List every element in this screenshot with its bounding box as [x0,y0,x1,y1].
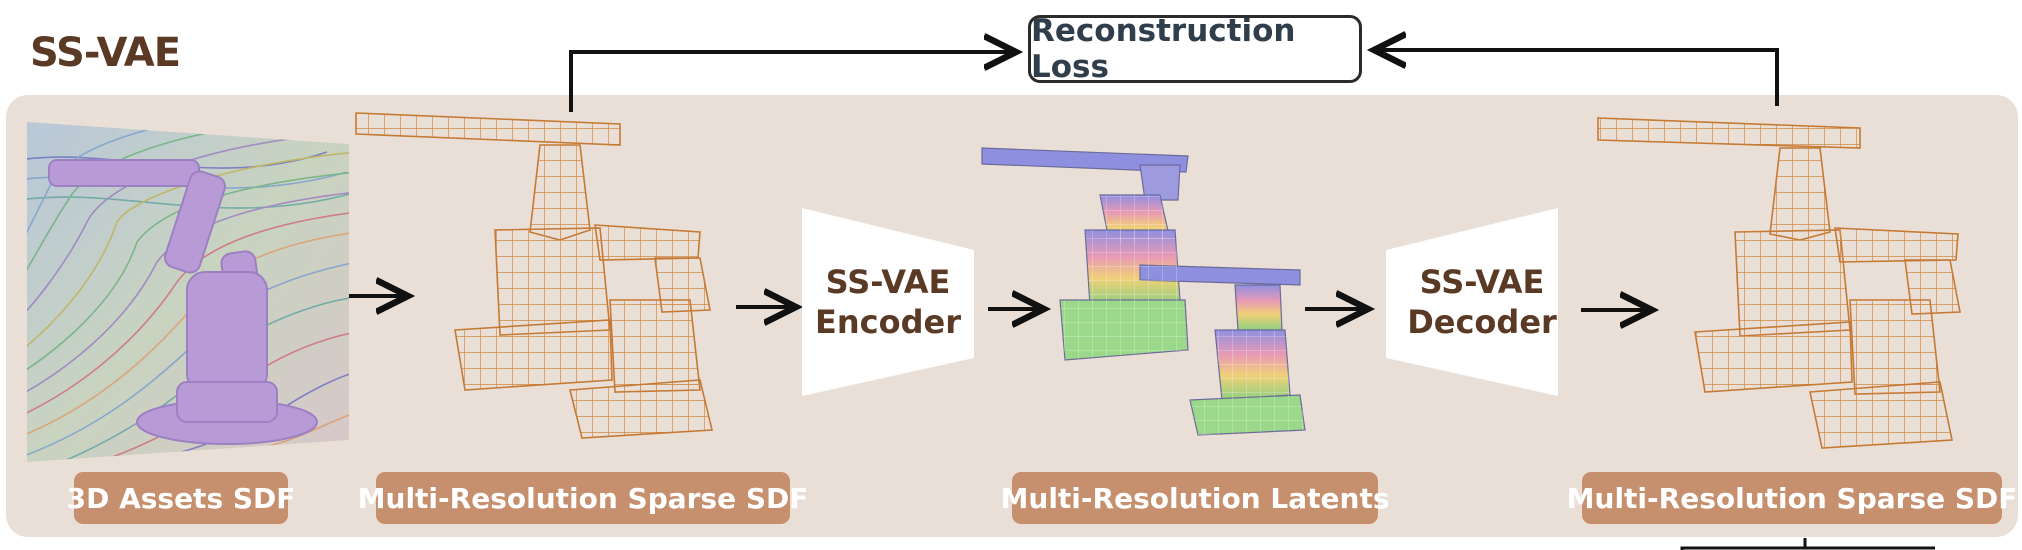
loss-arrow-left [569,52,1012,112]
label-sparse-sdf-input: Multi-Resolution Sparse SDF [358,472,808,524]
encoder-block: SS-VAE Encoder [802,208,974,396]
decoder-line1: SS-VAE [1419,263,1545,301]
label-3d-assets-sdf: 3D Assets SDF [67,472,295,524]
label-latents: Multi-Resolution Latents [1001,472,1390,524]
encoder-line2: Encoder [815,303,961,341]
sdf-assets-image [27,122,349,462]
decoder-block: SS-VAE Decoder [1386,208,1558,396]
diagram-title: SS-VAE [30,30,181,76]
loss-arrow-right [1378,50,1779,106]
decoder-line2: Decoder [1407,303,1557,341]
reconstruction-loss-box: Reconstruction Loss [1028,13,1362,85]
label-sparse-sdf-output: Multi-Resolution Sparse SDF [1567,472,2017,524]
bottom-stub [1680,538,1935,550]
encoder-line1: SS-VAE [825,263,951,301]
